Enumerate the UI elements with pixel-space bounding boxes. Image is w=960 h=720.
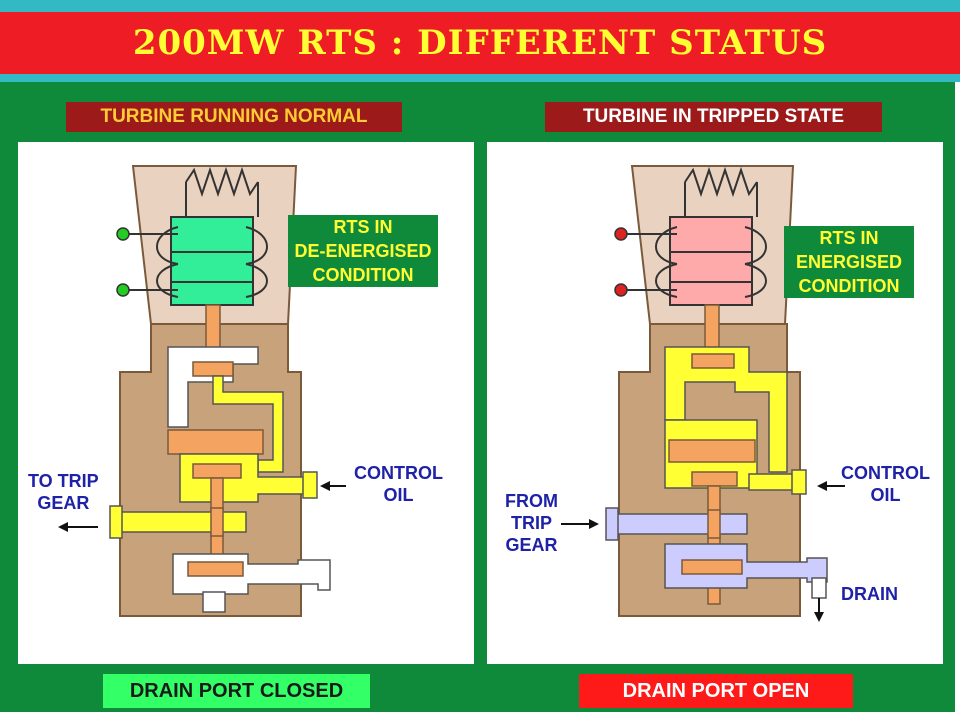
condition-line: DE-ENERGISED [294,241,432,261]
trip-gear-passage [611,513,748,535]
heading-turbine-running-normal: TURBINE RUNNING NORMAL [66,102,402,132]
rts-condition-box: RTS IN ENERGISED CONDITION [784,226,914,298]
panel-tripped-state: RTS IN ENERGISED CONDITION FROM TRIP GEA… [487,142,943,664]
label-to-trip-gear: TO TRIP GEAR [28,471,99,513]
label-from-trip-gear: FROM TRIP GEAR [505,491,558,555]
green-dot-icon [116,283,130,297]
title-bar: 200MW RTS : DIFFERENT STATUS [0,12,960,74]
drain-seat-plate [681,559,743,575]
solenoid-coil [170,216,254,306]
drain-cavity [664,543,828,589]
label-control-oil: CONTROL OIL [841,463,930,505]
trip-gear-port [605,507,619,541]
rts-condition-box: RTS IN DE-ENERGISED CONDITION [288,215,438,287]
drain-port [811,577,827,599]
condition-line: RTS IN [333,217,393,237]
label-control-oil: CONTROL OIL [354,463,443,505]
green-dot-icon [116,227,130,241]
condition-line: CONDITION [798,276,900,296]
trip-gear-passage [115,511,247,533]
spring-icon [185,166,259,198]
main-piston-head [668,439,756,463]
upper-piston-plate [691,353,735,369]
cyan-stripe [0,74,960,82]
drain-seat-plate [187,561,244,577]
middle-piston-plate [691,471,738,487]
upper-piston-plate [192,361,234,377]
red-dot-icon [614,283,628,297]
trip-gear-port [109,505,123,539]
upper-cavity [167,346,259,428]
valve-diagram-normal [58,165,346,617]
condition-line: CONDITION [312,265,414,285]
top-cyan-bar [0,0,960,12]
footer-drain-port-open: DRAIN PORT OPEN [579,674,853,708]
middle-piston-plate [192,463,242,479]
condition-line: ENERGISED [795,252,903,272]
footer-drain-port-closed: DRAIN PORT CLOSED [103,674,370,708]
main-piston-head [167,429,264,455]
label-drain: DRAIN [841,584,898,604]
control-oil-port [302,471,318,499]
solenoid-coil [669,216,753,306]
control-oil-port [748,473,795,491]
valve-diagram-tripped [561,165,845,622]
heading-turbine-tripped-state: TURBINE IN TRIPPED STATE [545,102,882,132]
spring-icon [684,166,758,198]
red-dot-icon [614,227,628,241]
panel-normal-running: RTS IN DE-ENERGISED CONDITION TO TRIP GE… [18,142,474,664]
condition-line: RTS IN [819,228,879,248]
slide-title: 200MW RTS : DIFFERENT STATUS [132,23,828,63]
